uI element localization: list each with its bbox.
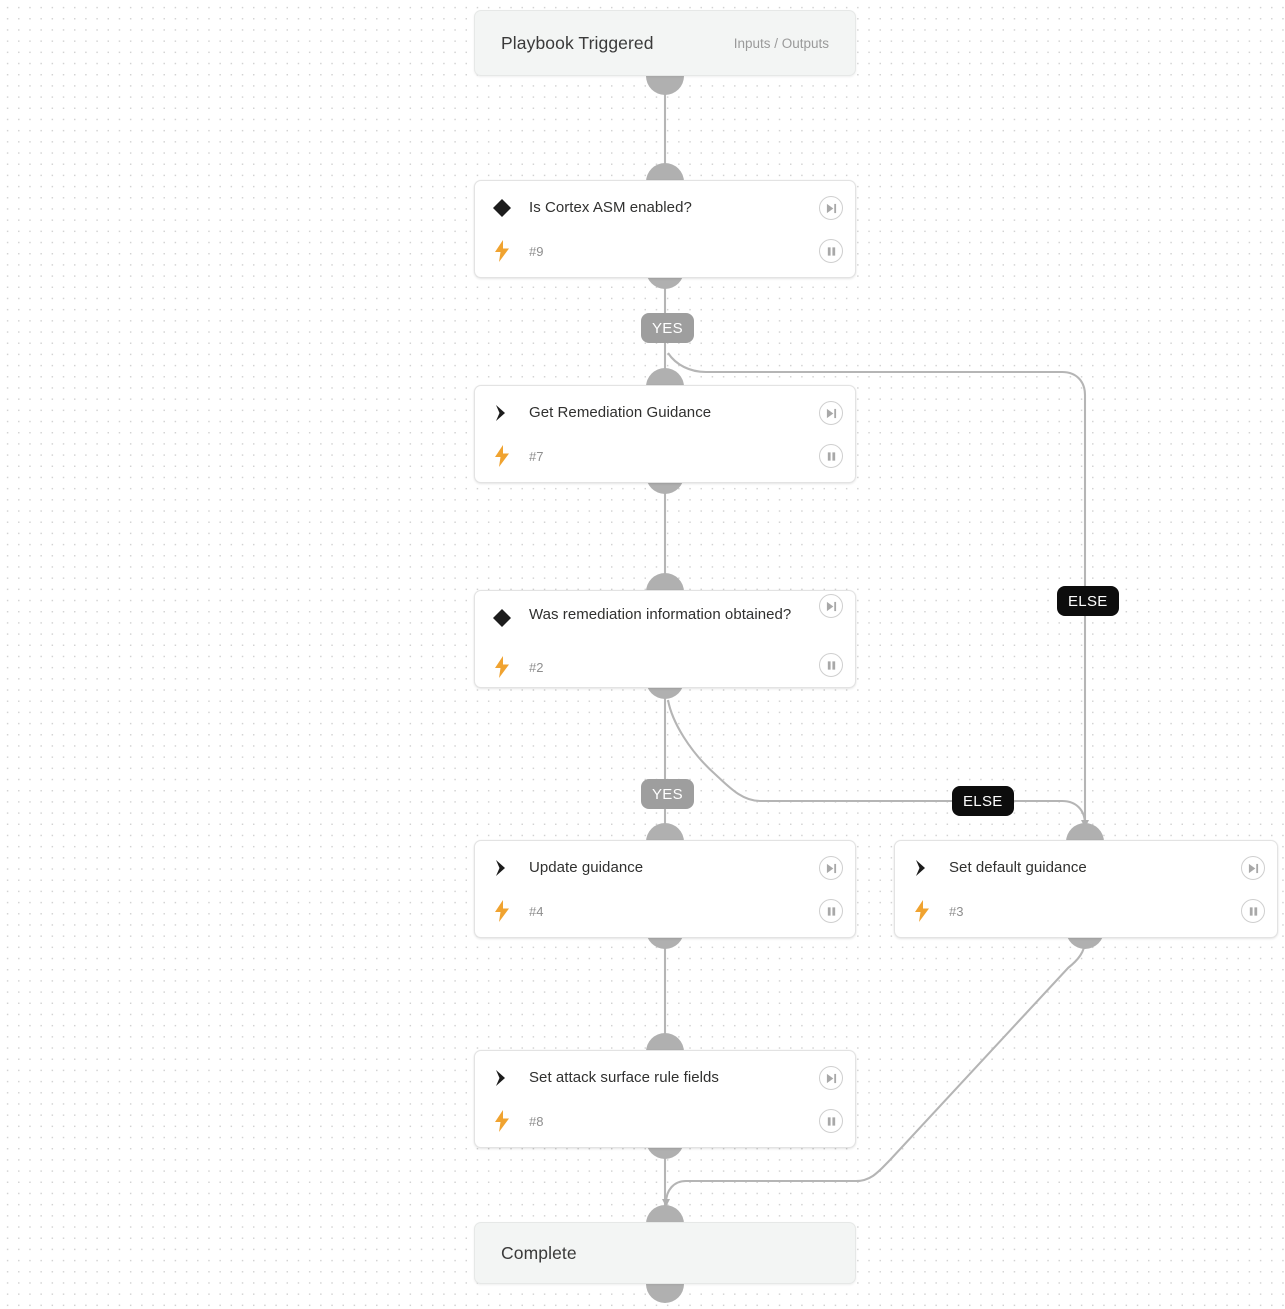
node-number: #9 [529, 243, 544, 259]
pause-icon[interactable] [819, 444, 843, 468]
lightning-bolt-icon [475, 1110, 529, 1132]
inputs-outputs-link[interactable]: Inputs / Outputs [733, 35, 829, 51]
skip-forward-icon[interactable] [819, 594, 843, 618]
terminal-row: Complete [475, 1223, 855, 1283]
skip-forward-icon[interactable] [819, 196, 843, 220]
node-number: #3 [949, 903, 964, 919]
node-header: Update guidance [475, 841, 855, 895]
lightning-bolt-icon [475, 240, 529, 262]
skip-forward-icon[interactable] [819, 1066, 843, 1090]
node-footer: #3 [895, 885, 1277, 937]
node-footer: #8 [475, 1095, 855, 1147]
branch-label-else-2[interactable]: ELSE [952, 786, 1014, 816]
node-update-guidance[interactable]: Update guidance #4 [474, 840, 856, 938]
chevron-right-icon [475, 403, 529, 423]
terminal-row: Playbook Triggered Inputs / Outputs [475, 11, 855, 75]
node-title: Get Remediation Guidance [529, 403, 712, 421]
node-playbook-triggered[interactable]: Playbook Triggered Inputs / Outputs [474, 10, 856, 76]
branch-label-else-1[interactable]: ELSE [1057, 586, 1119, 616]
node-header: Set default guidance [895, 841, 1277, 895]
node-title: Update guidance [529, 858, 644, 876]
chevron-right-icon [475, 1068, 529, 1088]
pause-icon[interactable] [819, 1109, 843, 1133]
node-title: Set attack surface rule fields [529, 1068, 719, 1086]
node-header: Is Cortex ASM enabled? [475, 181, 855, 235]
diamond-icon [475, 603, 529, 629]
skip-forward-icon[interactable] [819, 856, 843, 880]
node-number: #8 [529, 1113, 544, 1129]
chevron-right-icon [475, 858, 529, 878]
node-set-attack-surface-rule-fields[interactable]: Set attack surface rule fields #8 [474, 1050, 856, 1148]
node-number: #2 [529, 659, 544, 675]
lightning-bolt-icon [475, 656, 529, 678]
node-was-remediation-information-obtained[interactable]: Was remediation information obtained? #2 [474, 590, 856, 688]
node-number: #4 [529, 903, 544, 919]
node-title: Set default guidance [949, 858, 1087, 876]
node-complete[interactable]: Complete [474, 1222, 856, 1284]
node-get-remediation-guidance[interactable]: Get Remediation Guidance #7 [474, 385, 856, 483]
node-number: #7 [529, 448, 544, 464]
node-title: Complete [501, 1242, 577, 1263]
chevron-right-icon [895, 858, 949, 878]
edge-n2-else-to-n3 [666, 699, 1089, 828]
pause-icon[interactable] [819, 239, 843, 263]
node-footer: #4 [475, 885, 855, 937]
lightning-bolt-icon [895, 900, 949, 922]
branch-label-yes-1[interactable]: YES [641, 313, 694, 343]
node-footer: #7 [475, 430, 855, 482]
node-title: Was remediation information obtained? [529, 606, 792, 623]
pause-icon[interactable] [819, 899, 843, 923]
lightning-bolt-icon [475, 445, 529, 467]
diamond-icon [475, 197, 529, 219]
node-set-default-guidance[interactable]: Set default guidance #3 [894, 840, 1278, 938]
node-title: Playbook Triggered [501, 32, 654, 53]
pause-icon[interactable] [819, 653, 843, 677]
skip-forward-icon[interactable] [1241, 856, 1265, 880]
skip-forward-icon[interactable] [819, 401, 843, 425]
node-is-cortex-asm-enabled[interactable]: Is Cortex ASM enabled? #9 [474, 180, 856, 278]
port-out-start[interactable] [646, 76, 684, 95]
pause-icon[interactable] [1241, 899, 1265, 923]
port-out-complete[interactable] [646, 1284, 684, 1303]
lightning-bolt-icon [475, 900, 529, 922]
branch-label-yes-2[interactable]: YES [641, 779, 694, 809]
node-footer: #9 [475, 225, 855, 277]
node-footer: #2 [475, 647, 855, 687]
node-title: Is Cortex ASM enabled? [529, 198, 692, 216]
